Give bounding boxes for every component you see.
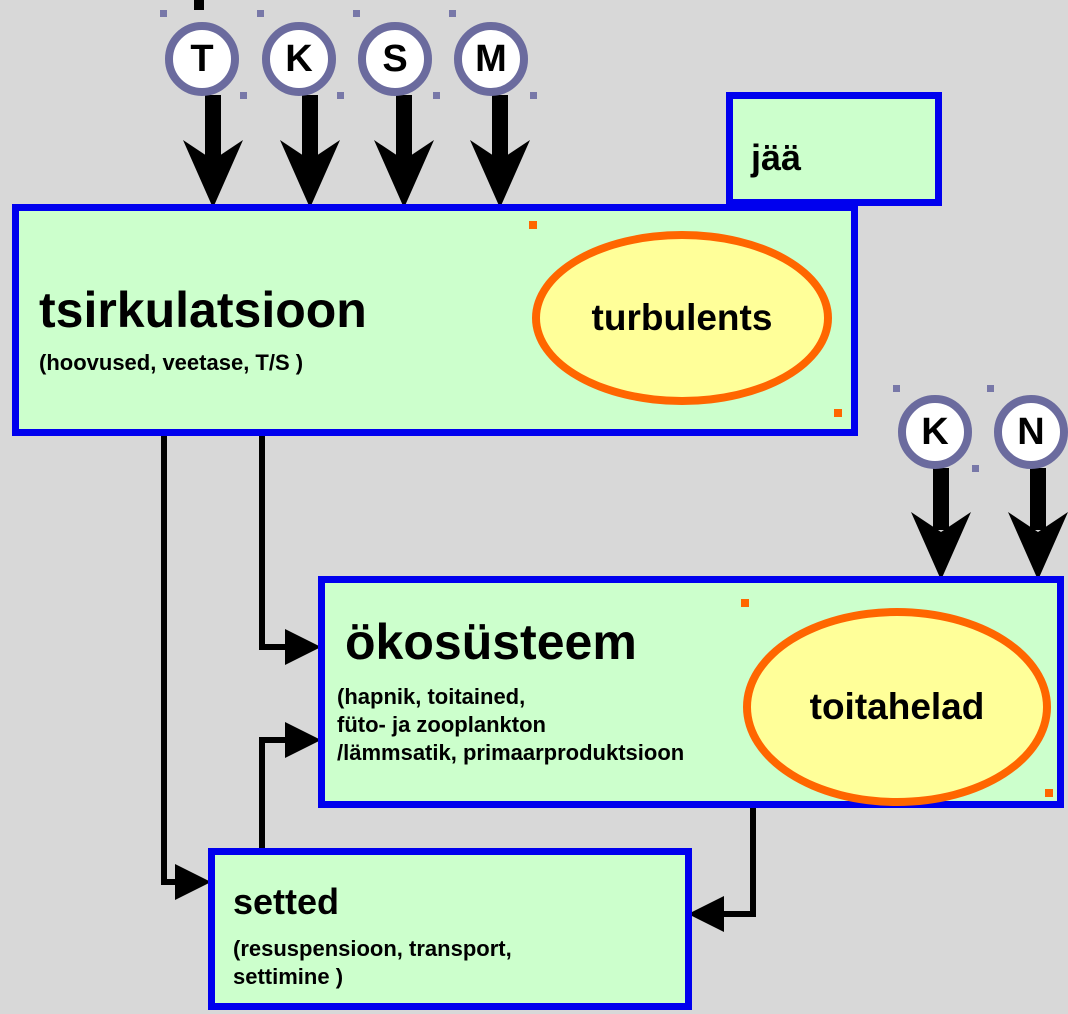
forcing-circle-K: K [262,22,336,96]
arrow-M-head [470,140,530,208]
circulation-box: tsirkulatsioon (hoovused, veetase, T/S )… [12,204,858,436]
selection-handle [834,409,842,417]
selection-handle [987,385,994,392]
turbulence-label: turbulents [591,297,773,338]
arrow-N-head [1008,512,1068,580]
forcing-label: T [190,37,214,80]
forcing-label: S [382,37,408,80]
forcing-circle-N: N [994,395,1068,469]
arrow-sediments-to-ecosystem [259,722,321,852]
forcing-label: N [1017,410,1045,453]
selection-handle [353,10,360,17]
ecosystem-box: ökosüsteem (hapnik, toitained, füto- ja … [318,576,1064,808]
turbulence-ellipse: turbulents [532,231,832,405]
selection-handle [1045,789,1053,797]
input-arrows-top [183,95,530,208]
arrow-K-head [280,140,340,208]
arrow-S-head [374,140,434,208]
circulation-subtitle: (hoovused, veetase, T/S ) [39,350,304,375]
arrow-T-shaft [205,95,221,160]
arrow-S-shaft [396,95,412,160]
sediments-subtitle: (resuspensioon, transport, settimine ) [233,936,512,989]
food-chain-ellipse: toitahelad [743,608,1051,806]
forcing-label: K [921,410,949,453]
arrow-K2-shaft [933,468,949,530]
forcing-circle-M: M [454,22,528,96]
selection-handle [972,465,979,472]
ecosystem-title: ökosüsteem [345,614,637,670]
forcing-circle-T: T [165,22,239,96]
selection-handle [433,92,440,99]
arrow-stub-icon [194,0,204,10]
arrow-circulation-to-ecosystem [259,432,321,665]
selection-handle [893,385,900,392]
selection-handle [337,92,344,99]
flow-arrows [161,432,756,932]
selection-handle [529,221,537,229]
selection-handle [257,10,264,17]
ecosystem-subtitle: (hapnik, toitained, füto- ja zooplankton… [337,684,685,765]
arrow-T-head [183,140,243,208]
arrow-K-shaft [302,95,318,160]
selection-handle [530,92,537,99]
arrow-K2-head [911,512,971,580]
circulation-title: tsirkulatsioon [39,282,367,338]
ice-box: jää [726,92,942,206]
food-chain-label: toitahelad [809,686,985,727]
ice-label: jää [751,137,802,178]
arrow-ecosystem-to-sediments [688,806,756,932]
selection-handle [240,92,247,99]
sediments-title: setted [233,881,340,922]
arrow-circulation-to-sediments [161,432,211,900]
selection-handle [741,599,749,607]
sediments-box: setted (resuspensioon, transport, settim… [208,848,692,1010]
selection-handle [160,10,167,17]
forcing-circle-S: S [358,22,432,96]
selection-handle [449,10,456,17]
forcing-circle-K-right: K [898,395,972,469]
forcing-label: M [475,37,507,80]
input-arrows-right [911,468,1068,580]
arrow-M-shaft [492,95,508,160]
arrow-N-shaft [1030,468,1046,530]
forcing-label: K [285,37,313,80]
